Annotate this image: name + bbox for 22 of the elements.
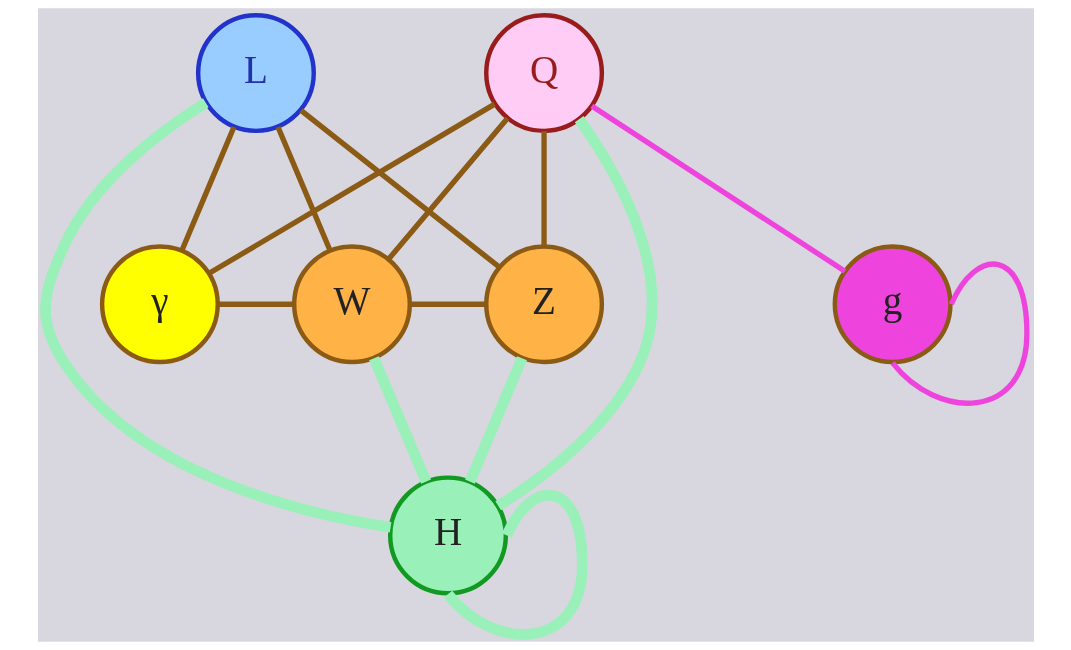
connector: [494, 116, 657, 511]
connector: [217, 301, 294, 307]
connector: [298, 108, 501, 270]
node-circle: g: [832, 244, 953, 365]
node-circle: L: [195, 13, 316, 134]
node-circle: Z: [483, 244, 604, 365]
connector: [207, 101, 496, 276]
connector: [39, 98, 391, 533]
node-circle: W: [291, 244, 412, 365]
connector: [890, 261, 1030, 406]
connector: [410, 301, 486, 307]
connector: [275, 126, 333, 252]
connector: [385, 116, 510, 261]
node-circle: γ: [99, 244, 220, 365]
connector: [589, 103, 846, 274]
connector: [443, 490, 588, 640]
connector: [464, 356, 527, 484]
connector: [178, 126, 236, 252]
node-circle: Q: [483, 13, 604, 134]
connector: [368, 356, 431, 484]
connector: [540, 131, 547, 247]
node-circle: H: [387, 475, 508, 596]
